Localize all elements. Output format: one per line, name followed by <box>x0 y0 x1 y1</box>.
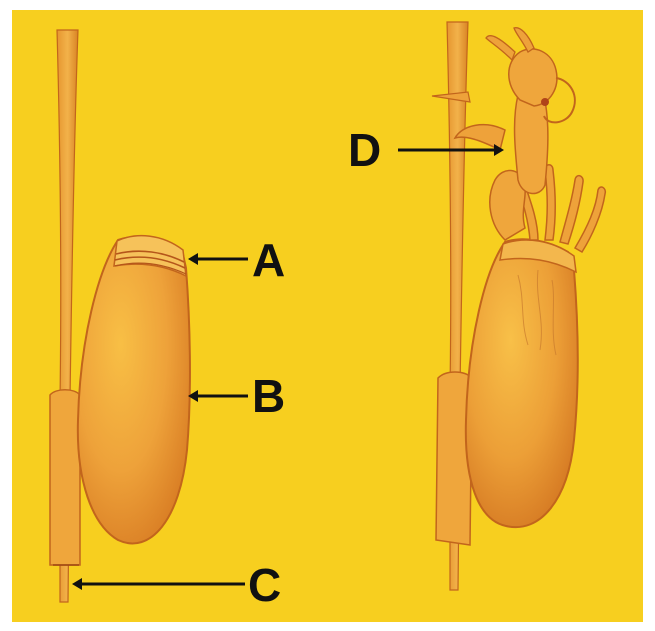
label-b: B <box>252 370 285 422</box>
insect-eye <box>541 98 549 106</box>
label-d: D <box>348 124 381 176</box>
label-a: A <box>252 234 285 286</box>
label-c: C <box>248 559 281 611</box>
left-sheath <box>50 390 80 565</box>
